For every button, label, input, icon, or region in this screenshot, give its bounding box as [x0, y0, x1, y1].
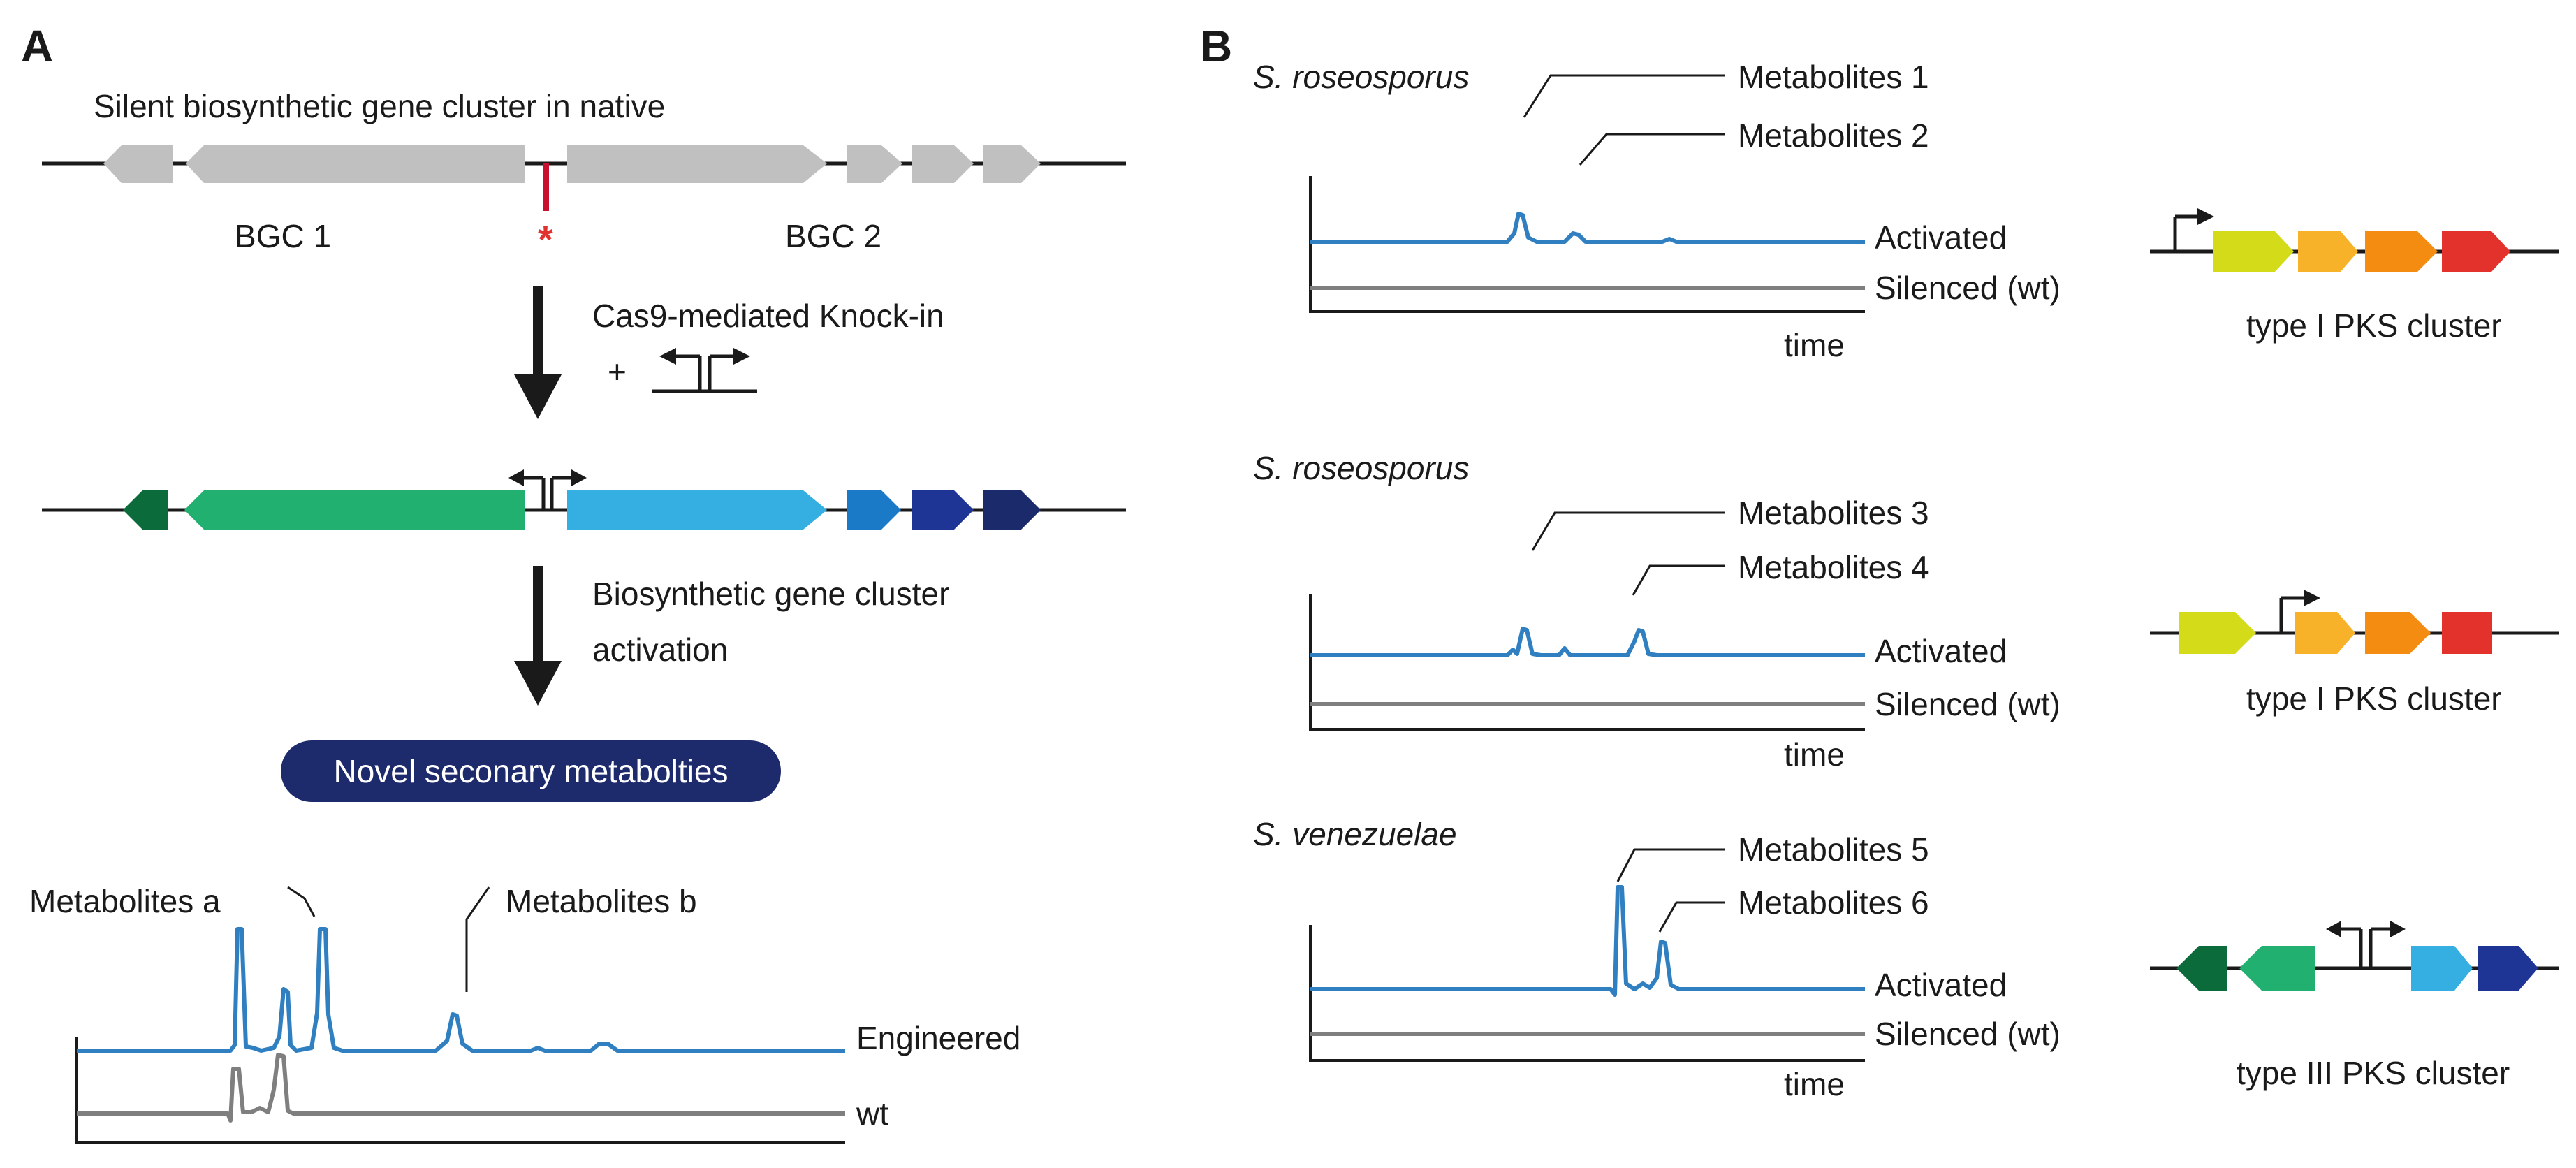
metabolite-4-label: Metabolites 4 [1738, 549, 1929, 585]
cluster-type-label: type III PKS cluster [2237, 1055, 2510, 1091]
gene-dark-navy [983, 490, 1041, 530]
species-label: S. roseosporus [1253, 59, 1469, 95]
chromatogram-axes [1309, 594, 1865, 731]
step-arrow-activation [514, 566, 562, 706]
silenced-label: Silenced (wt) [1875, 1016, 2061, 1052]
gene-bgc1-large [186, 145, 525, 183]
gene-bgc2-large [567, 145, 827, 183]
engineered-label: Engineered [856, 1020, 1020, 1056]
cluster-type-label: type I PKS cluster [2246, 680, 2502, 717]
gene-yellow [2213, 231, 2294, 272]
wt-label: wt [856, 1095, 888, 1132]
metabolite-b-leader [465, 886, 490, 992]
time-axis-label: time [1784, 736, 1845, 773]
species-label: S. venezuelae [1253, 816, 1457, 852]
wt-trace [77, 1053, 845, 1123]
metabolite-4-leader [1632, 564, 1725, 596]
promoter-arrow [2173, 208, 2214, 251]
promoter-arrow [2279, 590, 2320, 633]
knockin-label: Cas9-mediated Knock-in [592, 298, 944, 334]
gene-orange [2365, 231, 2438, 272]
gene-navy [2478, 946, 2538, 991]
metabolite-3-label: Metabolites 3 [1738, 495, 1929, 531]
panel-a-title: Silent biosynthetic gene cluster in nati… [94, 88, 665, 124]
gene-small-3 [983, 145, 1041, 183]
gene-yellow [2179, 612, 2256, 654]
time-axis-label: time [1784, 327, 1845, 363]
panel-b: B S. roseosporus Metabolites 1 Metabolit… [1200, 21, 2559, 1102]
gene-red [2442, 231, 2510, 272]
activated-trace [1310, 885, 1865, 997]
species-label: S. roseosporus [1253, 450, 1469, 486]
pks-cluster-1 [2150, 208, 2559, 272]
plus-sign: + [608, 353, 627, 390]
metabolite-6-leader [1658, 901, 1725, 933]
panel-b-row-3: S. venezuelae Metabolites 5 Metabolites … [1253, 816, 2559, 1102]
novel-metabolites-pill: Novel seconary metabolties [281, 740, 781, 802]
metabolite-2-label: Metabolites 2 [1738, 117, 1929, 154]
silenced-label: Silenced (wt) [1875, 686, 2061, 722]
bidirectional-promoter-icon [2326, 921, 2406, 968]
bgc1-label: BGC 1 [235, 218, 331, 254]
metabolite-5-leader [1616, 848, 1725, 882]
pill-label: Novel seconary metabolties [333, 753, 728, 789]
gene-green-large [184, 490, 525, 530]
gene-small-1 [847, 145, 902, 183]
metabolite-a-leader [287, 886, 316, 917]
inserted-promoter-icon [508, 469, 587, 510]
metabolite-2-leader [1579, 133, 1725, 166]
metabolite-1-leader [1523, 74, 1725, 118]
metabolite-b-label: Metabolites b [506, 883, 697, 919]
gene-arrow-left-small [103, 145, 173, 183]
pks-cluster-3 [2150, 921, 2559, 991]
chromatogram-axes [1309, 925, 1865, 1062]
bidirectional-promoter-icon [652, 348, 757, 393]
pks-cluster-2 [2150, 590, 2559, 654]
silenced-label: Silenced (wt) [1875, 270, 2061, 306]
gene-red [2442, 612, 2492, 654]
engineered-trace [77, 927, 845, 1053]
gene-orange-light [2298, 231, 2358, 272]
bgc2-label: BGC 2 [785, 218, 881, 254]
gene-navy [912, 490, 974, 530]
panel-b-row-2: S. roseosporus Metabolites 3 Metabolites… [1253, 450, 2559, 773]
activated-label: Activated [1875, 967, 2007, 1003]
panel-a-letter: A [21, 21, 53, 71]
activation-label-line2: activation [592, 632, 728, 668]
panel-b-letter: B [1200, 21, 1232, 71]
panel-b-row-1: S. roseosporus Metabolites 1 Metabolites… [1253, 59, 2559, 363]
activation-label-line1: Biosynthetic gene cluster [592, 576, 949, 612]
gene-small-2 [912, 145, 974, 183]
chromatogram-a-axes [75, 1037, 845, 1144]
gene-orange [2365, 612, 2431, 654]
activated-label: Activated [1875, 633, 2007, 669]
chromatogram-axes [1309, 176, 1865, 313]
activated-trace [1310, 212, 1865, 244]
gene-dark-green [2176, 946, 2227, 991]
activated-label: Activated [1875, 219, 2007, 256]
native-gene-cluster: * BGC 1 BGC 2 [42, 145, 1126, 261]
gene-green [2239, 946, 2315, 991]
time-axis-label: time [1784, 1066, 1845, 1102]
gene-dark-green [123, 490, 168, 530]
cluster-type-label: type I PKS cluster [2246, 307, 2502, 344]
gene-mid-blue [847, 490, 901, 530]
panel-a: A Silent biosynthetic gene cluster in na… [21, 21, 1126, 1144]
activated-trace [1310, 627, 1865, 657]
insertion-star: * [538, 217, 553, 261]
metabolite-a-label: Metabolites a [29, 883, 221, 919]
gene-light-blue-large [567, 490, 827, 530]
engineered-gene-cluster [42, 469, 1126, 530]
gene-light-blue [2411, 946, 2473, 991]
metabolite-1-label: Metabolites 1 [1738, 59, 1929, 95]
metabolite-5-label: Metabolites 5 [1738, 831, 1929, 868]
chromatogram-a [75, 927, 845, 1144]
metabolite-3-leader [1531, 511, 1725, 551]
step-arrow-knockin [514, 286, 562, 419]
gene-orange-light [2295, 612, 2355, 654]
metabolite-6-label: Metabolites 6 [1738, 884, 1929, 921]
